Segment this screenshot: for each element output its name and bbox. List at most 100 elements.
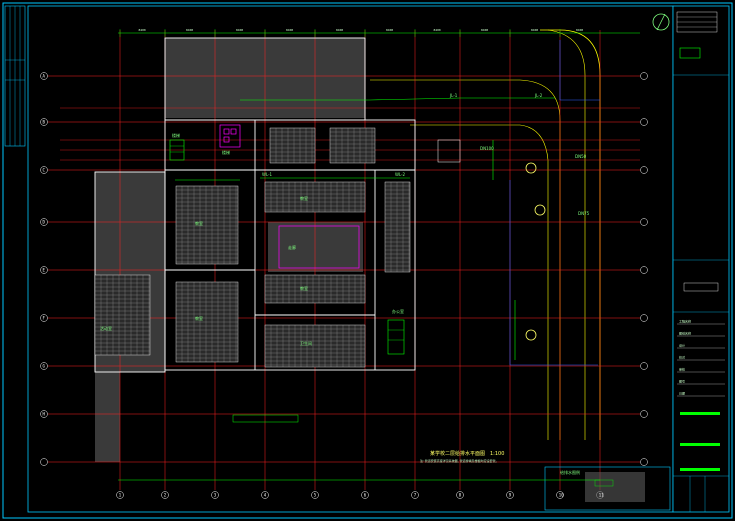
dimension-label: 8400 [531,28,538,32]
axis-bubble-icon [640,410,648,418]
classroom-seating [384,181,411,273]
room-label: 卫生间 [300,340,312,346]
pipe-label: WL-1 [262,172,273,177]
title-block-row: 日期 [679,391,685,396]
classroom-seating [264,181,366,213]
classroom-blocks [94,127,411,368]
axis-bubble-icon [456,491,464,499]
grid-col-label: 6 [364,493,367,498]
axis-bubble-icon [640,314,648,322]
title-block-row: 工程名称 [679,319,691,324]
axis-bubble-icon [640,458,648,466]
grid-col-label: 10 [559,493,564,498]
drawing-title: 某学校二层给排水平面图 [430,450,485,457]
grid-col-label: 2 [164,493,167,498]
title-block-row: 图号 [679,379,685,384]
classroom-seating [175,185,239,265]
classroom-seating [264,274,366,304]
building-walls [94,37,416,373]
axis-bubble-icon [40,314,48,322]
pipe-label: DN75 [578,211,590,216]
axis-bubble-icon [40,458,48,466]
grid-row-label: B [43,119,46,124]
dimension-label: 8400 [434,28,441,32]
dimension-label: 8400 [336,28,343,32]
axis-bubble-icon [556,491,564,499]
title-block-logo [679,47,701,59]
dimension-label: 8400 [481,28,488,32]
grid-col-label: 4 [264,493,267,498]
dimension-label: 8400 [236,28,243,32]
room-label: 教室 [195,220,203,226]
dimension-label: 8400 [186,28,193,32]
axis-bubble-icon [261,491,269,499]
grid-row-label: A [43,73,46,78]
axis-bubble-icon [40,218,48,226]
room-label: 教室 [195,315,203,321]
room-label: 楼梯 [222,149,230,155]
axis-bubble-icon [640,72,648,80]
drawing-scale: 1:100 [490,451,504,457]
title-block-row: 校对 [679,355,685,360]
toilet-fixtures [219,124,360,269]
axis-bubble-icon [211,491,219,499]
dimension-label: 8400 [576,28,583,32]
grid-col-label: 5 [314,493,317,498]
grid-row-label: E [43,267,46,272]
grid-col-label: 9 [509,493,512,498]
pipe-label: JL-1 [449,93,458,98]
axis-bubble-icon [40,362,48,370]
grid-col-label: 3 [214,493,217,498]
grid-row-label: C [43,167,46,172]
axis-bubble-icon [40,72,48,80]
pipes-blue [509,40,600,366]
pipes-water [175,97,555,360]
grid-row-label: D [43,219,46,224]
grid-row-label: F [43,315,46,320]
dimension-label: 8400 [139,28,146,32]
title-block-green-bar [680,412,720,415]
axis-bubble-icon [640,118,648,126]
pipe-label: DN50 [575,154,587,159]
title-block-row: 设计 [679,343,685,348]
dimension-labels: 8400 8400 8400 8400 8400 8400 8400 8400 8400 8400 [118,28,640,481]
axis-bubble-icon [40,266,48,274]
pipe-label: JL-2 [534,93,543,98]
classroom-seating [264,324,366,368]
room-label: 教室 [300,285,308,291]
axis-bubble-icon [411,491,419,499]
classroom-seating [329,127,376,164]
binding-strip [4,5,26,147]
grid-axes-vertical [116,30,604,499]
axis-bubble-icon [640,362,648,370]
courtyard-outline [437,139,461,163]
axis-bubble-icon [640,266,648,274]
grid-col-label: 11 [599,493,604,498]
dimension-label: 8400 [286,28,293,32]
dimension-label: 8400 [386,28,393,32]
grid-row-label: H [43,411,46,416]
grid-col-label: 1 [119,493,122,498]
axis-labels: A B C D E F G H 1 2 3 4 5 6 7 8 9 10 11 [43,73,605,497]
grid-col-label: 8 [459,493,462,498]
title-block-row: 图纸名称 [679,331,691,336]
axis-bubble-icon [640,166,648,174]
room-label: 楼梯 [172,132,180,138]
pipe-label: WL-2 [395,172,406,177]
axis-bubble-icon [311,491,319,499]
north-arrow-icon [652,13,670,31]
room-label: 活动室 [100,325,112,331]
axis-bubble-icon [40,410,48,418]
axis-bubble-icon [161,491,169,499]
stair-icon [169,139,405,355]
room-label: 走廊 [288,244,296,250]
grid-col-label: 7 [414,493,417,498]
grid-row-label: G [43,363,46,368]
room-label: 办公室 [392,308,404,314]
pipe-label: DN100 [480,146,494,151]
legend-box: 给排水图例 [544,466,671,511]
